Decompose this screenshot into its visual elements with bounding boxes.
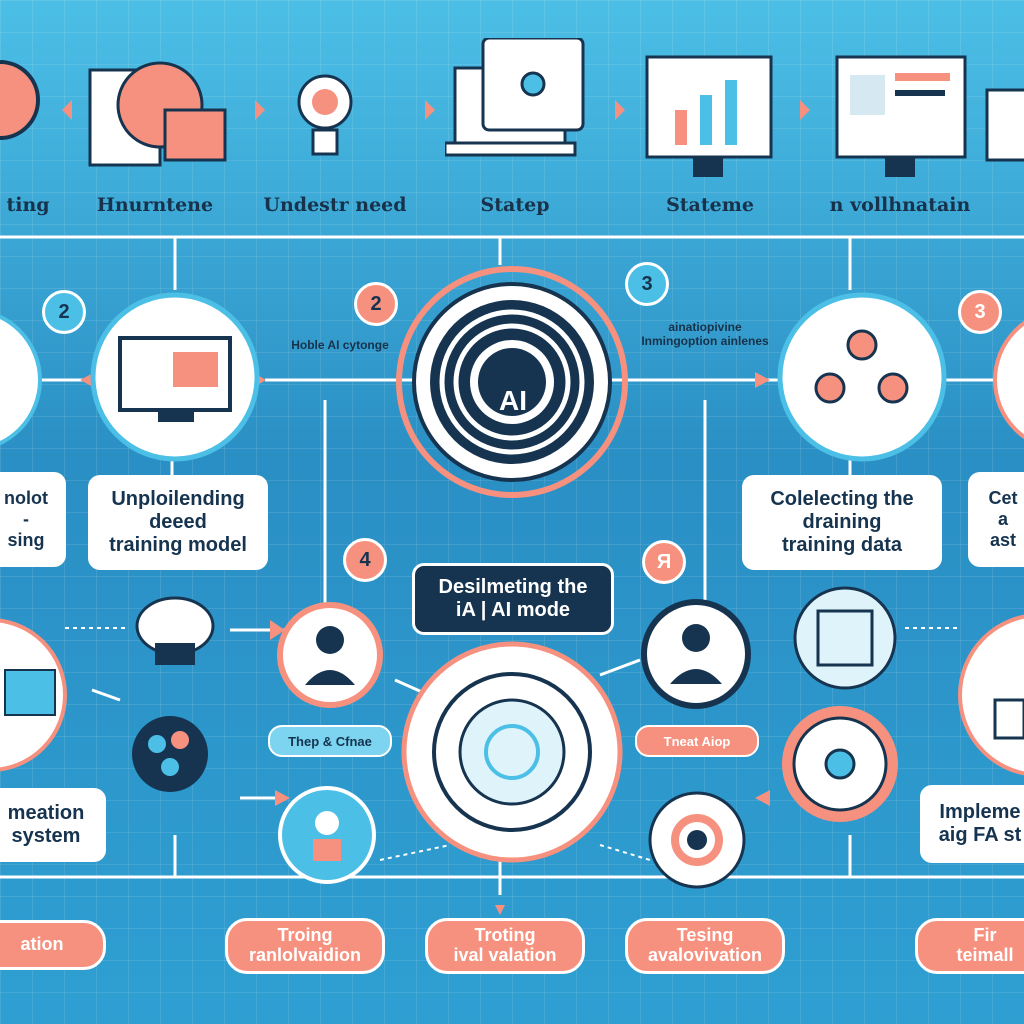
documents-icon — [88, 61, 227, 167]
top-label-2: Hnurntene — [96, 194, 214, 216]
ai-core-icon — [396, 266, 628, 498]
step-badge-3-right: 3 — [958, 290, 1002, 334]
chip-prep: Thep & Cfnae — [268, 725, 392, 757]
fingerprint-scan-icon — [782, 706, 898, 822]
operator-avatar-icon — [278, 786, 376, 884]
fingerprint-node-icon — [993, 320, 1024, 440]
step-badge-2-center: 2 — [354, 282, 398, 326]
chip-test: Tneat Aiop — [635, 725, 759, 757]
neural-network-icon — [401, 641, 623, 863]
box-partial-left: nolot - sing — [0, 472, 66, 567]
user-avatar-left-icon — [277, 602, 383, 708]
note-information: ainatiopivine Inmingoption ainlenes — [641, 320, 769, 349]
step-badge-4: 4 — [343, 538, 387, 582]
step-badge-ya: Я — [642, 540, 686, 584]
top-label-3: Undestr need — [263, 194, 407, 216]
gear-icon — [648, 791, 746, 889]
lightbulb-icon — [297, 74, 353, 156]
top-label-6: n vollhnatain — [829, 194, 971, 216]
top-label-4: Statep — [480, 194, 550, 216]
step-badge-2-left: 2 — [42, 290, 86, 334]
monitor-node-icon — [90, 292, 260, 462]
step-badge-3-center: 3 — [625, 262, 669, 306]
pill-stage-2: Troing ranlolvaidion — [225, 918, 385, 974]
bar-chart-monitor-icon — [645, 55, 773, 177]
box-designing-ai-model: Desilmeting the iA | AI mode — [412, 563, 614, 635]
box-implementation-right: Impleme aig FA st — [920, 785, 1024, 863]
people-node-icon — [777, 292, 947, 462]
box-uploading-model: Unploilending deeed training model — [88, 475, 268, 570]
laptop-network-icon — [445, 38, 585, 157]
top-label-1: ting — [6, 194, 50, 216]
dashboard-node-icon — [0, 618, 67, 772]
dashboard-monitor-icon — [835, 55, 967, 177]
user-avatar-right-icon — [641, 599, 751, 709]
box-collecting-data: Colelecting the draining training data — [742, 475, 942, 570]
ai-core-label: AI — [499, 385, 527, 416]
pill-stage-1: ation — [0, 920, 106, 970]
box-implementation-left: meation system — [0, 788, 106, 862]
pill-stage-4: Tesing avalovivation — [625, 918, 785, 974]
brain-icon — [135, 596, 215, 665]
note-ai-change: Hoble AI cytonge — [291, 338, 389, 352]
pill-stage-5: Fir teimall — [915, 918, 1024, 974]
robot-node-icon — [958, 614, 1024, 776]
chip-cluster-icon — [132, 716, 208, 792]
graduate-icon — [0, 60, 40, 140]
circuit-chip-icon — [793, 586, 897, 690]
top-label-5: Stateme — [666, 194, 754, 216]
monitor-partial-icon — [985, 88, 1024, 162]
pill-stage-3: Troting ival valation — [425, 918, 585, 974]
box-partial-right: Cet a ast — [968, 472, 1024, 567]
lock-node-icon — [0, 314, 42, 446]
